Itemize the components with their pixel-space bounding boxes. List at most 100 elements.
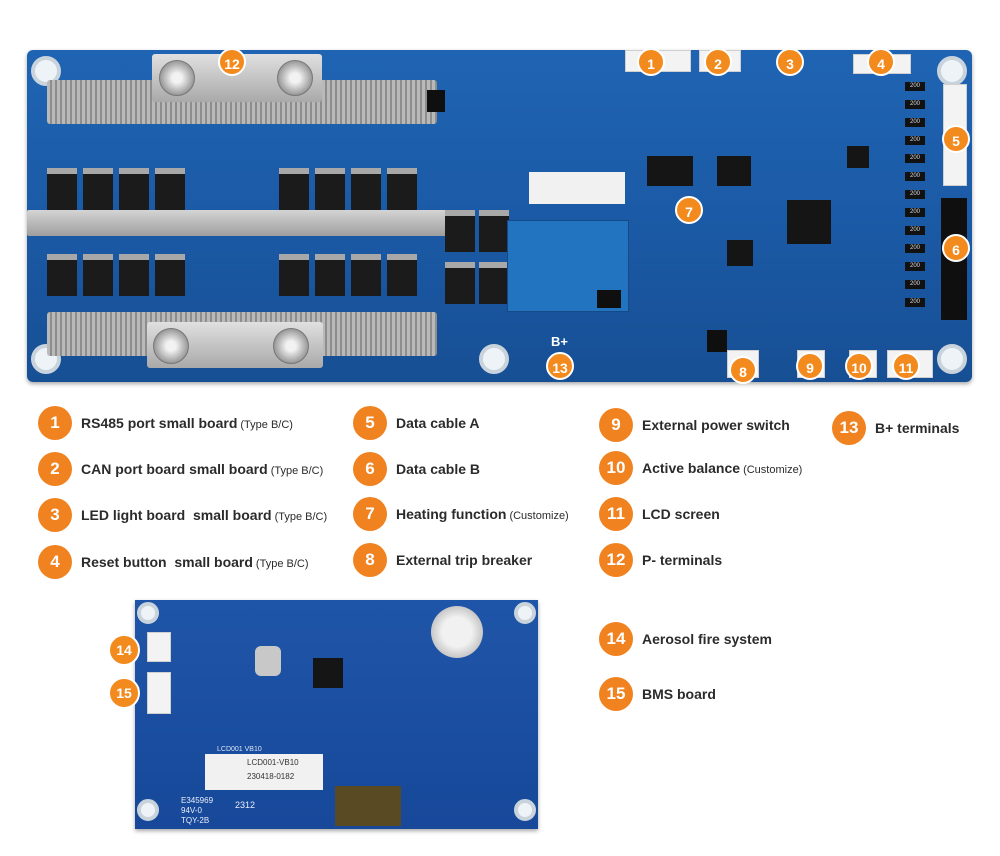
legend-item-1: 1 RS485 port small board(Type B/C) [38, 406, 293, 440]
ic-chip [717, 156, 751, 186]
mounting-hole [137, 799, 159, 821]
callout-marker-6: 6 [942, 234, 970, 262]
qr-sticker [529, 172, 625, 204]
legend-item-4: 4 Reset button small board(Type B/C) [38, 545, 309, 579]
mosfet [279, 254, 309, 296]
mosfet [119, 168, 149, 210]
legend-label: BMS board [642, 686, 716, 702]
mosfet [315, 168, 345, 210]
callout-marker-7: 7 [675, 196, 703, 224]
callout-marker-14: 14 [108, 634, 140, 666]
legend-number-badge: 7 [353, 497, 387, 531]
mounting-hole [937, 56, 967, 86]
legend-number-badge: 1 [38, 406, 72, 440]
mosfet [479, 262, 509, 304]
mosfet [119, 254, 149, 296]
aerosol-fire-connector [147, 632, 171, 662]
legend-label: P- terminals [642, 552, 723, 568]
mounting-hole [514, 602, 536, 624]
callout-marker-10: 10 [845, 352, 873, 380]
legend-item-13: 13 B+ terminals [832, 411, 959, 445]
legend-label: LCD screen [642, 506, 720, 522]
balance-resistor: 200 [905, 154, 925, 163]
legend-item-5: 5 Data cable A [353, 406, 480, 440]
mcu-chip [787, 200, 831, 244]
mosfet [445, 210, 475, 252]
callout-marker-9: 9 [796, 352, 824, 380]
balance-resistor: 200 [905, 82, 925, 91]
callout-marker-11: 11 [892, 352, 920, 380]
legend-number-badge: 5 [353, 406, 387, 440]
legend-item-10: 10 Active balance(Customize) [599, 451, 802, 485]
copper-busbar [27, 210, 467, 236]
terminal-bolt [153, 328, 189, 364]
balance-resistor: 200 [905, 172, 925, 181]
balance-resistor: 200 [905, 298, 925, 307]
legend-label: Heating function(Customize) [396, 506, 569, 522]
mosfet [155, 168, 185, 210]
legend-item-8: 8 External trip breaker [353, 543, 532, 577]
lcd-board-photo: LCD001-VB10 230418-0182 LCD001 VB10 E345… [135, 600, 538, 829]
callout-marker-2: 2 [704, 48, 732, 76]
inductor [597, 290, 621, 308]
mosfet [47, 254, 77, 296]
legend-number-badge: 10 [599, 451, 633, 485]
balance-resistor: 200 [905, 118, 925, 127]
legend-number-badge: 15 [599, 677, 633, 711]
legend-label: CAN port board small board(Type B/C) [81, 461, 324, 477]
mosfet [387, 168, 417, 210]
ic-chip [647, 156, 693, 186]
legend-label: RS485 port small board(Type B/C) [81, 415, 293, 431]
legend-number-badge: 2 [38, 452, 72, 486]
mounting-hole [31, 56, 61, 86]
balance-resistor: 200 [905, 136, 925, 145]
legend-label: Aerosol fire system [642, 631, 772, 647]
balance-resistor: 200 [905, 208, 925, 217]
silkscreen-model: LCD001 VB10 [217, 746, 262, 753]
silkscreen-date: 2312 [235, 800, 256, 810]
mounting-hole [137, 602, 159, 624]
bplus-silkscreen: B+ [551, 334, 568, 349]
bms-board-photo: 200 200 200 200 200 200 200 200 200 200 … [27, 50, 972, 382]
inductor [707, 330, 727, 352]
balance-resistor: 200 [905, 100, 925, 109]
balance-resistor: 200 [905, 226, 925, 235]
legend-item-15: 15 BMS board [599, 677, 716, 711]
mosfet [387, 254, 417, 296]
legend-number-badge: 4 [38, 545, 72, 579]
legend-number-badge: 6 [353, 452, 387, 486]
mosfet [445, 262, 475, 304]
mosfet [83, 168, 113, 210]
mounting-hole [937, 344, 967, 374]
callout-marker-15: 15 [108, 677, 140, 709]
legend-label: External trip breaker [396, 552, 533, 568]
ic-chip [847, 146, 869, 168]
legend-item-6: 6 Data cable B [353, 452, 480, 486]
mounting-hole [479, 344, 509, 374]
silkscreen-cert-2: 94V-0 [181, 806, 202, 815]
callout-marker-8: 8 [729, 356, 757, 384]
mounting-hole [514, 799, 536, 821]
qr-sticker [205, 754, 323, 790]
lcd-controller-chip [313, 658, 343, 688]
legend-number-badge: 11 [599, 497, 633, 531]
legend-item-2: 2 CAN port board small board(Type B/C) [38, 452, 323, 486]
bluetooth-module [727, 240, 753, 266]
legend-number-badge: 3 [38, 498, 72, 532]
legend-item-11: 11 LCD screen [599, 497, 720, 531]
legend-label: Active balance(Customize) [642, 460, 803, 476]
callout-marker-5: 5 [942, 125, 970, 153]
legend-number-badge: 8 [353, 543, 387, 577]
legend-number-badge: 14 [599, 622, 633, 656]
terminal-bolt [277, 60, 313, 96]
mosfet [279, 168, 309, 210]
balance-resistor: 200 [905, 262, 925, 271]
mosfet [155, 254, 185, 296]
legend-item-3: 3 LED light board small board(Type B/C) [38, 498, 327, 532]
legend-label: Reset button small board(Type B/C) [81, 554, 309, 570]
mosfet [351, 254, 381, 296]
legend-label: Data cable B [396, 461, 481, 477]
mosfet [351, 168, 381, 210]
legend-label: External power switch [642, 417, 790, 433]
silkscreen-cert-1: E345969 [181, 796, 214, 805]
